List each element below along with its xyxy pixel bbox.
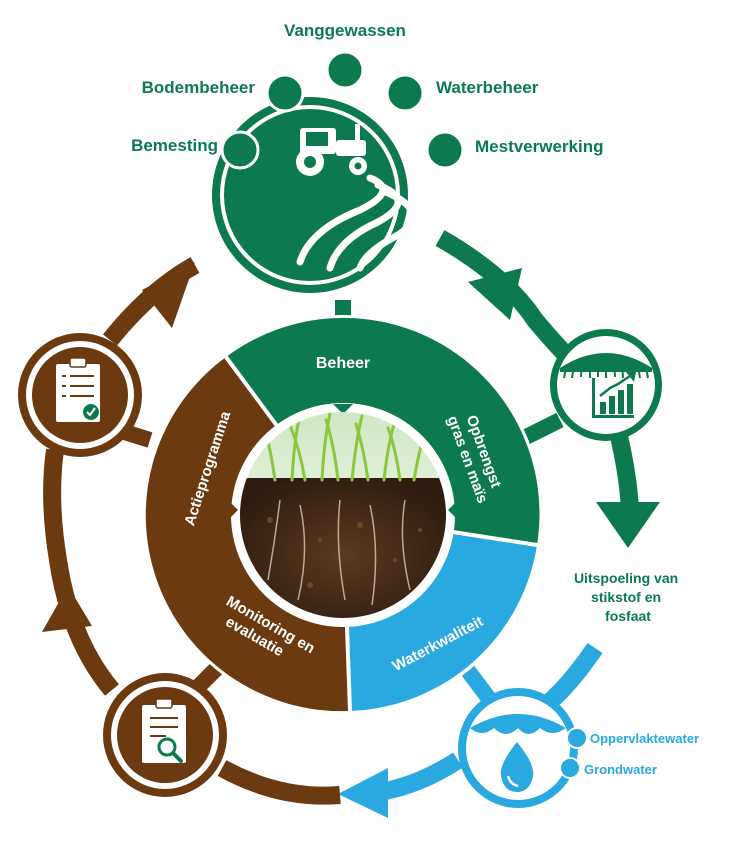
label-uitspoeling-line3: fosfaat [605, 608, 651, 624]
label-grondwater: Grondwater [584, 762, 657, 777]
label-uitspoeling-line1: Uitspoeling van [574, 570, 678, 586]
bubble-bemesting [220, 130, 260, 170]
label-uitspoeling: Uitspoeling van stikstof en fosfaat [574, 570, 682, 624]
tractor-icon [296, 124, 367, 176]
arc-brown-bottom [217, 760, 341, 805]
checklist-icon [18, 333, 142, 457]
bubble-vanggewassen [325, 50, 365, 90]
arrow-brown-1 [42, 586, 92, 632]
soil-grass-photo [240, 412, 446, 618]
arrow-green-1 [468, 268, 522, 320]
arrow-green-2 [596, 502, 660, 548]
bubble-bodembeheer [265, 73, 305, 113]
label-uitspoeling-line2: stikstof en [591, 589, 661, 605]
water-drop-icon [458, 688, 588, 808]
label-bodembeheer: Bodembeheer [142, 78, 256, 97]
arrow-blue [338, 768, 388, 818]
growth-chart-icon [550, 329, 662, 441]
arrow-brown-2 [142, 262, 195, 328]
management-hub [208, 50, 465, 297]
label-oppervlaktewater: Oppervlaktewater [590, 731, 699, 746]
label-mestverwerking: Mestverwerking [475, 137, 604, 156]
label-waterbeheer: Waterbeheer [436, 78, 539, 97]
ring-label-beheer: Beheer [316, 355, 370, 372]
label-bemesting: Bemesting [131, 136, 218, 155]
bubble-mestverwerking [425, 130, 465, 170]
label-vanggewassen: Vanggewassen [284, 21, 406, 40]
clipboard-search-icon [103, 673, 227, 797]
arc-brown-left [43, 448, 119, 696]
field-furrows [296, 174, 416, 272]
bubble-waterbeheer [385, 73, 425, 113]
arc-blue-bottom [378, 752, 463, 801]
